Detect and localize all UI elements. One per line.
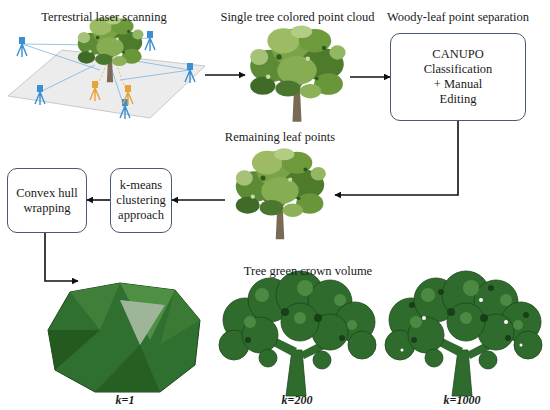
laser-scan-scene [8, 16, 205, 119]
illustration-part [250, 25, 345, 121]
box-text: k-means clustering approach [111, 178, 171, 223]
flow-arrow [87, 199, 110, 201]
illustration-part [479, 298, 483, 302]
box-text: CANUPO Classification + Manual Editing [417, 47, 499, 107]
flow-arrow [350, 76, 390, 78]
leaf-stage: Remaining leaf points [225, 128, 335, 243]
k-value-label: k=200 [282, 393, 313, 408]
scan-stage: Terrestrial laser scanning [3, 8, 205, 123]
illustration-part [438, 289, 444, 295]
illustration-part [35, 85, 45, 105]
illustration-part [120, 70, 190, 80]
stage-heading: Terrestrial laser scanning [41, 10, 166, 25]
illustration-part [90, 81, 100, 101]
stage-heading: Woody-leaf point separation [387, 10, 529, 25]
illustration-part [236, 148, 326, 239]
box-text: Convex hull wrapping [8, 186, 86, 216]
illustration-part [409, 285, 529, 318]
k-value-label: k=1000 [444, 393, 481, 408]
illustration-part [48, 330, 100, 370]
cloud-stage: Single tree colored point cloud [245, 8, 350, 128]
flow-arrow [45, 233, 78, 281]
illustration-part [48, 283, 200, 392]
illustration-part [78, 16, 144, 82]
illustration-part [40, 65, 95, 92]
illustration-part [70, 283, 120, 330]
flow-arrow [335, 121, 458, 195]
illustration-part [488, 285, 494, 291]
illustration-part [130, 60, 190, 70]
flow-arrow [205, 74, 245, 76]
illustration-part [120, 300, 165, 345]
process-box: Convex hull wrapping [7, 168, 87, 233]
illustration-part [446, 334, 450, 338]
illustration-part [95, 345, 160, 392]
stage-heading: Remaining leaf points [225, 130, 335, 145]
process-box: Woody-leaf point separationCANUPO Classi… [390, 33, 526, 121]
illustration-part [422, 316, 426, 320]
crown-k1000 [385, 271, 542, 396]
stage-heading: Tree green crown volume [244, 264, 372, 279]
illustration-part [219, 271, 376, 396]
illustration-part [385, 271, 542, 396]
result-stage: Tree green crown volume [78, 262, 538, 402]
illustration-part [409, 302, 415, 308]
process-box: k-means clustering approach [110, 168, 172, 233]
flow-arrow [172, 199, 225, 201]
illustration-part [523, 312, 529, 318]
k-value-label: k=1 [116, 393, 135, 408]
illustration-part [160, 290, 200, 345]
illustration-part [17, 37, 27, 57]
crown-hull-k1 [48, 283, 200, 392]
illustration-part [504, 320, 508, 324]
illustration-part [185, 63, 195, 83]
illustration-part [401, 349, 404, 352]
illustration-part [401, 298, 523, 352]
illustration-part [520, 344, 523, 347]
illustration-part [145, 31, 155, 51]
illustration-part [123, 85, 133, 105]
stage-heading: Single tree colored point cloud [220, 10, 374, 25]
